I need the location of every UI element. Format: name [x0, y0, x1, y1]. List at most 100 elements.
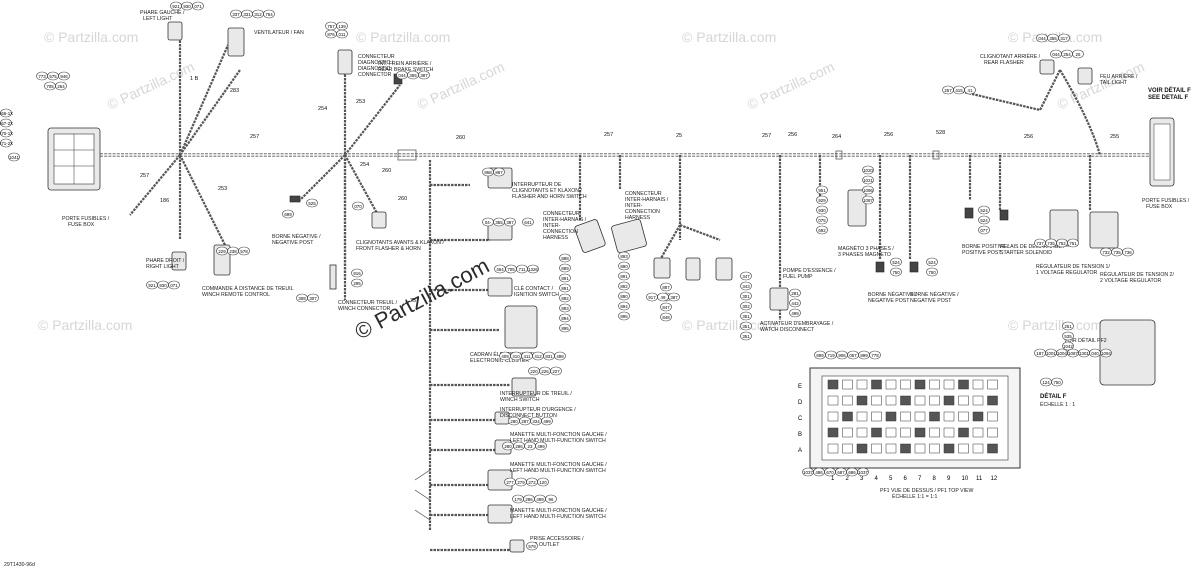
label-ih1-4: CONNECTION — [543, 229, 578, 235]
fuse-col-label: 7 — [918, 476, 922, 482]
callout-bubble — [527, 264, 539, 274]
callout-bubble — [816, 205, 828, 215]
callout-number: 930 — [159, 283, 167, 288]
label-reg2-2: 2 VOLTAGE REGULATOR — [1100, 278, 1162, 284]
callout-number: 279 — [517, 480, 525, 485]
callout-bubble — [926, 257, 938, 267]
label-neg-left-1: BORNE NÉGATIVE / — [272, 233, 321, 240]
callout-bubble — [1122, 247, 1134, 257]
label-dc-1: PRISE ACCESSOIRE / — [530, 536, 584, 542]
label-winch-remote-1: COMMANDE À DISTANCE DE TREUIL — [202, 285, 294, 292]
callout-number: 301 — [742, 294, 750, 299]
fuse-slot — [856, 411, 868, 422]
callout-number: 921 — [148, 283, 156, 288]
callout-number: 272 — [528, 480, 536, 485]
callout-number: 280 — [504, 444, 512, 449]
fuse-slot — [972, 395, 984, 406]
callout-number: 525 — [308, 201, 316, 206]
label-diag-2: DIAGNOSTIC / — [358, 60, 394, 66]
label-turn-horn-1: CLIGNOTANTS AVANTS & KLAXON / — [356, 240, 444, 246]
label-left-light-1: PHARE GAUCHE / — [140, 10, 185, 16]
callout-number: 229 — [218, 249, 226, 254]
harness-numbers: 257 260 257 25 257 256 264 256 528 256 2… — [140, 76, 1119, 304]
callout-number: 071 — [170, 283, 178, 288]
callout-bubble — [537, 477, 549, 487]
callout-number: 1301 — [1079, 351, 1089, 356]
fuse-col-label: 8 — [933, 476, 937, 482]
fuse-slot — [871, 395, 882, 406]
callout-number: 848 — [662, 315, 670, 320]
callout-bubble — [816, 225, 828, 235]
label-diag-4: CONNECTOR — [358, 72, 392, 78]
label-right-light-2: RIGHT LIGHT — [146, 264, 180, 270]
callout-number: 891 — [561, 276, 569, 281]
callout-number: 343 — [742, 284, 750, 289]
callout-number: 071 — [194, 4, 202, 9]
callout-bubble — [522, 217, 534, 227]
label-ih1-3: INTER- — [543, 223, 561, 229]
callout-number: 670-1X — [0, 131, 13, 136]
callout-number: 641 — [524, 220, 532, 225]
callout-number: 751 — [1069, 241, 1077, 246]
label-pos-2: POSITIVE POST — [962, 250, 1002, 256]
label-dc-2: DC OUTLET — [530, 542, 560, 548]
label-diag-3: DIAGNOSTIC — [358, 66, 391, 72]
callout-bubble — [550, 366, 562, 376]
fuse-slot — [827, 411, 839, 422]
label-winch-remote-2: WINCH REMOTE CONTROL — [202, 292, 270, 298]
callout-number: 1041 — [9, 155, 19, 160]
fuse-slot — [856, 395, 868, 406]
callout-number: 1037 — [858, 470, 868, 475]
fuse-row-label: B — [798, 432, 802, 438]
fuse-col-label: 1 — [831, 476, 835, 482]
callout-number: 286 — [525, 497, 533, 502]
label-magneto-1: MAGNÉTO 3 PHASES / — [838, 245, 894, 252]
callout-number: 499 — [791, 311, 799, 316]
callout-number: 773 — [38, 74, 46, 79]
callout-bubble — [978, 205, 990, 215]
label-diag-1: CONNECTEUR — [358, 54, 395, 60]
callout-number: 732 — [1102, 250, 1110, 255]
callout-number: 666-1X — [0, 111, 13, 116]
callout-number: 899 — [860, 353, 868, 358]
callout-bubble — [418, 70, 430, 80]
label-ih1-2: INTER-HARNAIS / — [543, 217, 587, 223]
fuse-slot — [958, 395, 969, 406]
callout-bubble — [526, 541, 538, 551]
callout-bubble — [58, 71, 70, 81]
fuse-slot — [842, 443, 853, 454]
label-pos-1: BORNE POSITIVE / — [962, 244, 1009, 250]
callout-number: 238 — [229, 249, 237, 254]
harness-number: 260 — [382, 168, 391, 174]
label-horn-sw-2: CLIGNOTANTS ET KLAXON / — [512, 188, 582, 194]
harness-number: 25 — [676, 133, 682, 139]
callout-bubble — [789, 308, 801, 318]
callout-bubble — [618, 281, 630, 291]
callout-number: 778 — [871, 353, 879, 358]
harness-number: 254 — [360, 162, 369, 168]
callout-number: 894 — [561, 316, 569, 321]
fuse-slot — [972, 379, 984, 390]
callout-number: 831 — [545, 354, 553, 359]
callout-number: 578 — [240, 249, 248, 254]
callout-number: 1094 — [1101, 351, 1111, 356]
callout-number: 227 — [552, 369, 560, 374]
label-disconnect-2: DISCONNECT BUTTON — [500, 413, 557, 419]
callout-number: 277 — [506, 480, 514, 485]
callout-number: 351 — [742, 314, 750, 319]
fuse-slot — [929, 379, 940, 390]
callout-bubble — [559, 313, 571, 323]
fuse-col-label: 12 — [991, 476, 998, 482]
callout-number: 307 — [309, 296, 317, 301]
label-detail-f-2: SEE DETAIL F — [1148, 95, 1188, 101]
callout-number: 410 — [512, 354, 520, 359]
callout-number: 1087 — [1068, 351, 1078, 356]
callout-bubble — [55, 81, 67, 91]
callout-number: 41 — [968, 88, 973, 93]
callout-bubble — [862, 175, 874, 185]
callout-number: 075 — [818, 218, 826, 223]
callout-number: 1042 — [1063, 344, 1073, 349]
harness-number: 257 — [410, 298, 419, 304]
callout-number: 1326 — [528, 267, 538, 272]
harness-number: 254 — [318, 106, 327, 112]
